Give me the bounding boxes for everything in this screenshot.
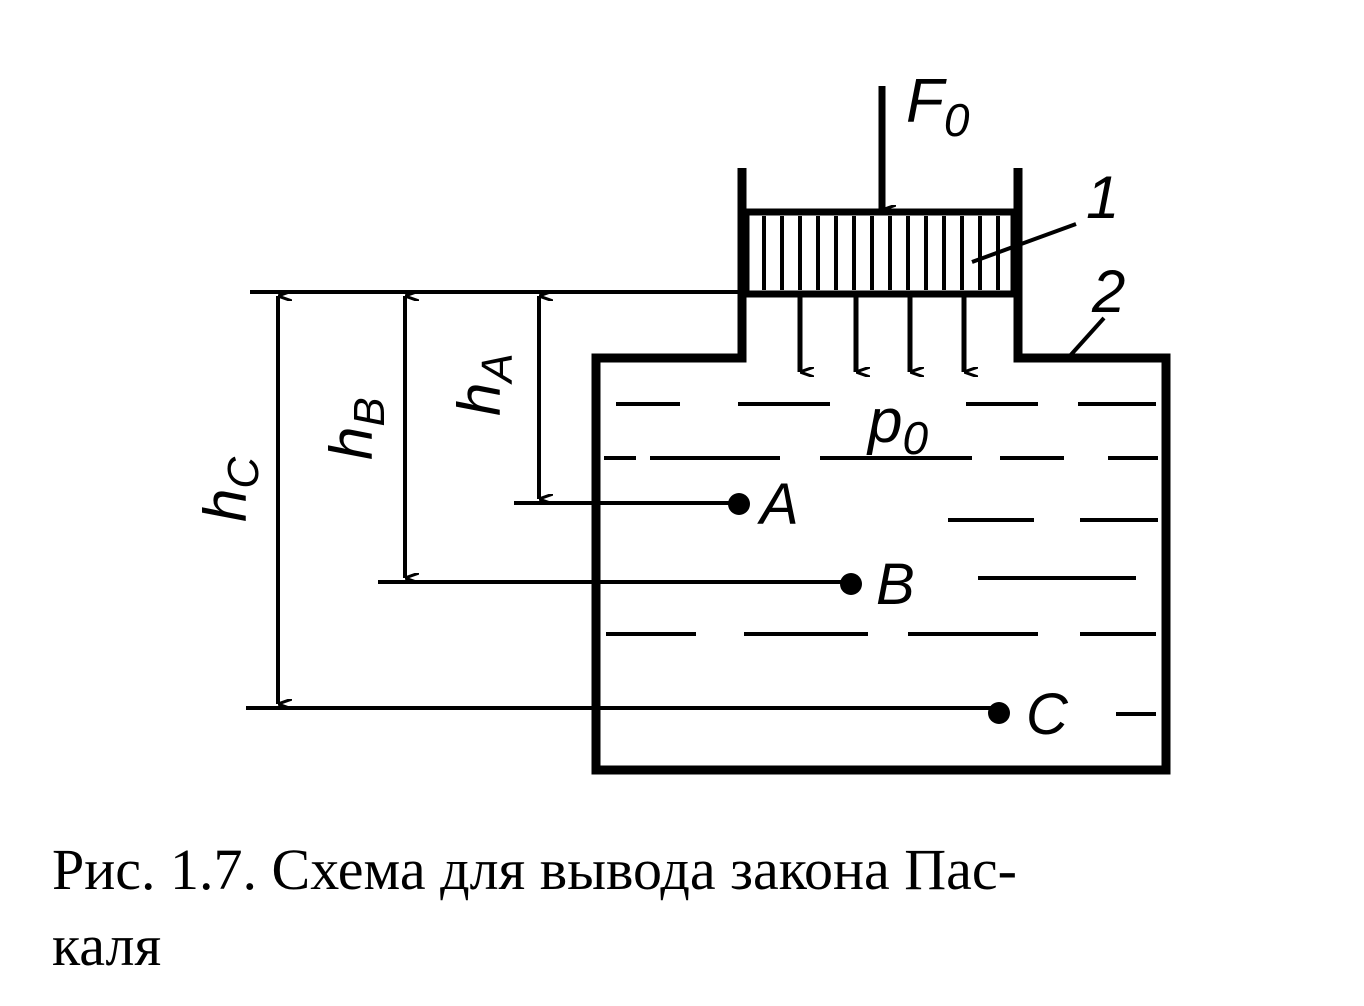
liquid-dashes [604,402,1158,716]
point-c-label: C [1026,682,1069,747]
height-b-label: hB [318,397,394,460]
pressure-arrows [797,296,964,372]
point-a-label: A [757,472,799,537]
point-b-label: B [876,552,915,617]
piston [742,208,1018,298]
vessel-outline [591,292,1171,775]
piston-number-label: 1 [1086,164,1119,231]
point-a-dot [728,493,750,515]
piston-leader-line [971,222,1077,264]
height-a-label: hA [446,353,522,416]
figure-caption: Рис. 1.7. Схема для вывода закона Пас- к… [52,832,1332,984]
vessel-leader-line [1066,316,1106,360]
pressure-label: p0 [866,387,928,464]
point-c-dot [988,702,1010,724]
force-label: F0 [906,67,970,146]
caption-line-1: Рис. 1.7. Схема для вывода закона Пас- [52,837,1017,902]
vessel-number-label: 2 [1091,258,1125,325]
height-c-label: hC [192,456,268,522]
caption-line-2: каля [52,913,162,978]
point-b-dot [840,573,862,595]
